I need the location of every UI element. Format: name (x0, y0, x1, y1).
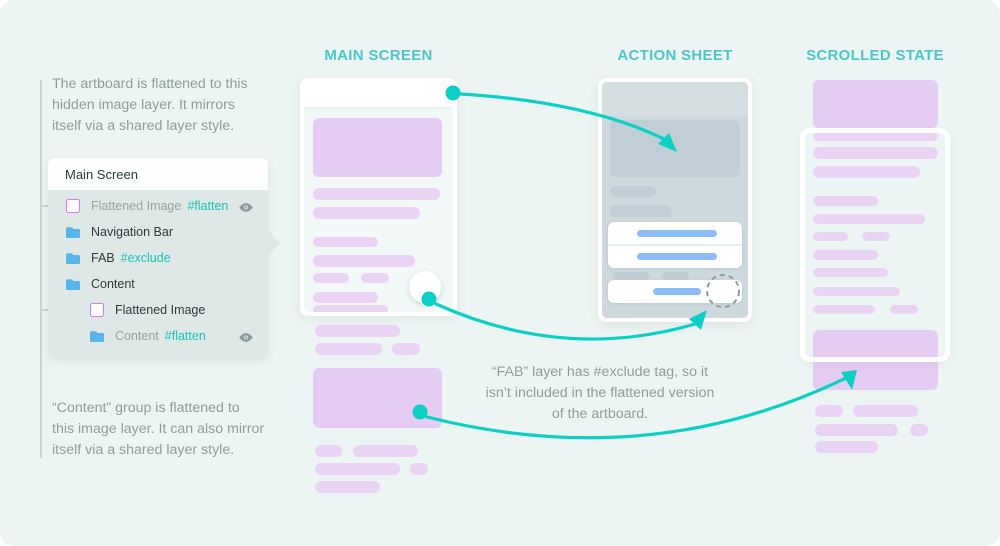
folder-icon (65, 251, 81, 265)
content-note: “Content” group is flattened to this ima… (52, 398, 302, 461)
placeholder-bar (610, 205, 672, 217)
placeholder-bar (313, 188, 440, 200)
placeholder-bar (313, 207, 420, 219)
placeholder-bar (361, 273, 389, 283)
note-line: itself via a shared layer style. (52, 442, 235, 458)
layer-label: Flattened Image (115, 303, 206, 317)
flattened-image-placeholder (813, 80, 938, 128)
note-line: this image layer. It can also mirror (52, 421, 265, 437)
placeholder-bar (313, 237, 378, 247)
placeholder-bar (813, 287, 900, 296)
artboard-name-label: Main Screen (65, 166, 138, 182)
fab-circle[interactable] (409, 271, 441, 303)
placeholder-bar (813, 147, 938, 159)
action-sheet-card (608, 222, 742, 268)
placeholder-bar (862, 232, 890, 241)
image-layer-icon (90, 303, 104, 317)
note-line: “FAB” layer has #exclude tag, so it (491, 364, 709, 380)
placeholder-bar (853, 405, 918, 417)
flattened-image-placeholder (313, 368, 442, 428)
note-line: hidden image layer. It mirrors (52, 97, 235, 113)
layers-panel-header[interactable]: Main Screen (48, 158, 268, 190)
placeholder-bar (313, 292, 378, 303)
artboard-action-sheet (598, 78, 752, 322)
note-connector-vertical (40, 80, 42, 458)
layer-label: Flattened Image (91, 199, 182, 213)
artboard-main-screen (300, 78, 457, 316)
eye-icon[interactable] (238, 330, 254, 348)
placeholder-bar (610, 186, 656, 197)
hero-image-placeholder (313, 118, 442, 177)
layer-row[interactable]: Content (48, 271, 268, 297)
layer-tag: #exclude (120, 251, 171, 265)
eye-icon[interactable] (238, 200, 254, 218)
placeholder-bar (612, 272, 650, 280)
placeholder-bar (813, 214, 925, 224)
placeholder-bar (410, 463, 428, 475)
artboard-note: The artboard is flattened to this hidden… (52, 74, 302, 137)
placeholder-bar (813, 268, 888, 277)
placeholder-bar (890, 305, 918, 314)
placeholder-bar (813, 166, 920, 178)
layer-label: Navigation Bar (91, 225, 173, 239)
placeholder-bar (813, 232, 848, 241)
placeholder-bar (813, 196, 878, 206)
button-placeholder-bar[interactable] (637, 253, 717, 260)
placeholder-bar (313, 273, 349, 283)
placeholder-bar (392, 343, 420, 355)
layer-label: Content (115, 329, 159, 343)
layer-row[interactable]: Navigation Bar (48, 219, 268, 245)
placeholder-bar (315, 463, 400, 475)
layer-row[interactable]: Content #flatten (48, 323, 268, 349)
placeholder-bar (662, 272, 689, 280)
placeholder-bar (353, 445, 418, 457)
placeholder-bar (315, 481, 380, 493)
note-line: “Content” group is flattened to (52, 400, 240, 416)
button-placeholder-bar[interactable] (637, 230, 717, 237)
folder-icon (65, 277, 81, 291)
main-screen (304, 82, 453, 312)
card-divider (608, 244, 742, 246)
layer-row[interactable]: Flattened Image (48, 297, 268, 323)
placeholder-bar (910, 424, 928, 436)
nav-bar-placeholder-dimmed (602, 82, 748, 116)
nav-bar-placeholder (304, 82, 453, 107)
placeholder-bar (315, 325, 400, 337)
placeholder-bar (313, 255, 415, 267)
placeholder-bar (813, 250, 878, 260)
artboard-title-main: MAIN SCREEN (324, 47, 433, 64)
image-layer-icon (66, 199, 80, 213)
placeholder-bar (815, 424, 898, 436)
action-sheet-screen (602, 82, 748, 318)
viewport-frame (800, 128, 950, 362)
layer-row[interactable]: FAB #exclude (48, 245, 268, 271)
artboard-title-scrolled: SCROLLED STATE (806, 47, 944, 64)
hero-image-placeholder-dimmed (610, 120, 740, 177)
folder-icon (89, 329, 105, 343)
layer-label: Content (91, 277, 135, 291)
note-line: itself via a shared layer style. (52, 118, 235, 134)
artboard-title-action: ACTION SHEET (617, 47, 733, 64)
panel-pointer-notch (267, 230, 280, 256)
note-line: The artboard is flattened to this (52, 76, 248, 92)
placeholder-bar (315, 445, 342, 457)
placeholder-bar (813, 305, 875, 314)
layer-tag: #flatten (164, 329, 206, 343)
placeholder-bar (815, 441, 878, 453)
layer-tag: #flatten (187, 199, 229, 213)
placeholder-bar (315, 343, 382, 355)
folder-icon (65, 225, 81, 239)
layer-row[interactable]: Flattened Image #flatten (48, 193, 268, 219)
layer-label: FAB (91, 251, 115, 265)
placeholder-bar (313, 305, 388, 312)
placeholder-bar (815, 405, 843, 417)
action-sheet-cancel-card (608, 280, 742, 303)
button-placeholder-bar[interactable] (653, 288, 701, 295)
placeholder-bar (813, 131, 938, 141)
